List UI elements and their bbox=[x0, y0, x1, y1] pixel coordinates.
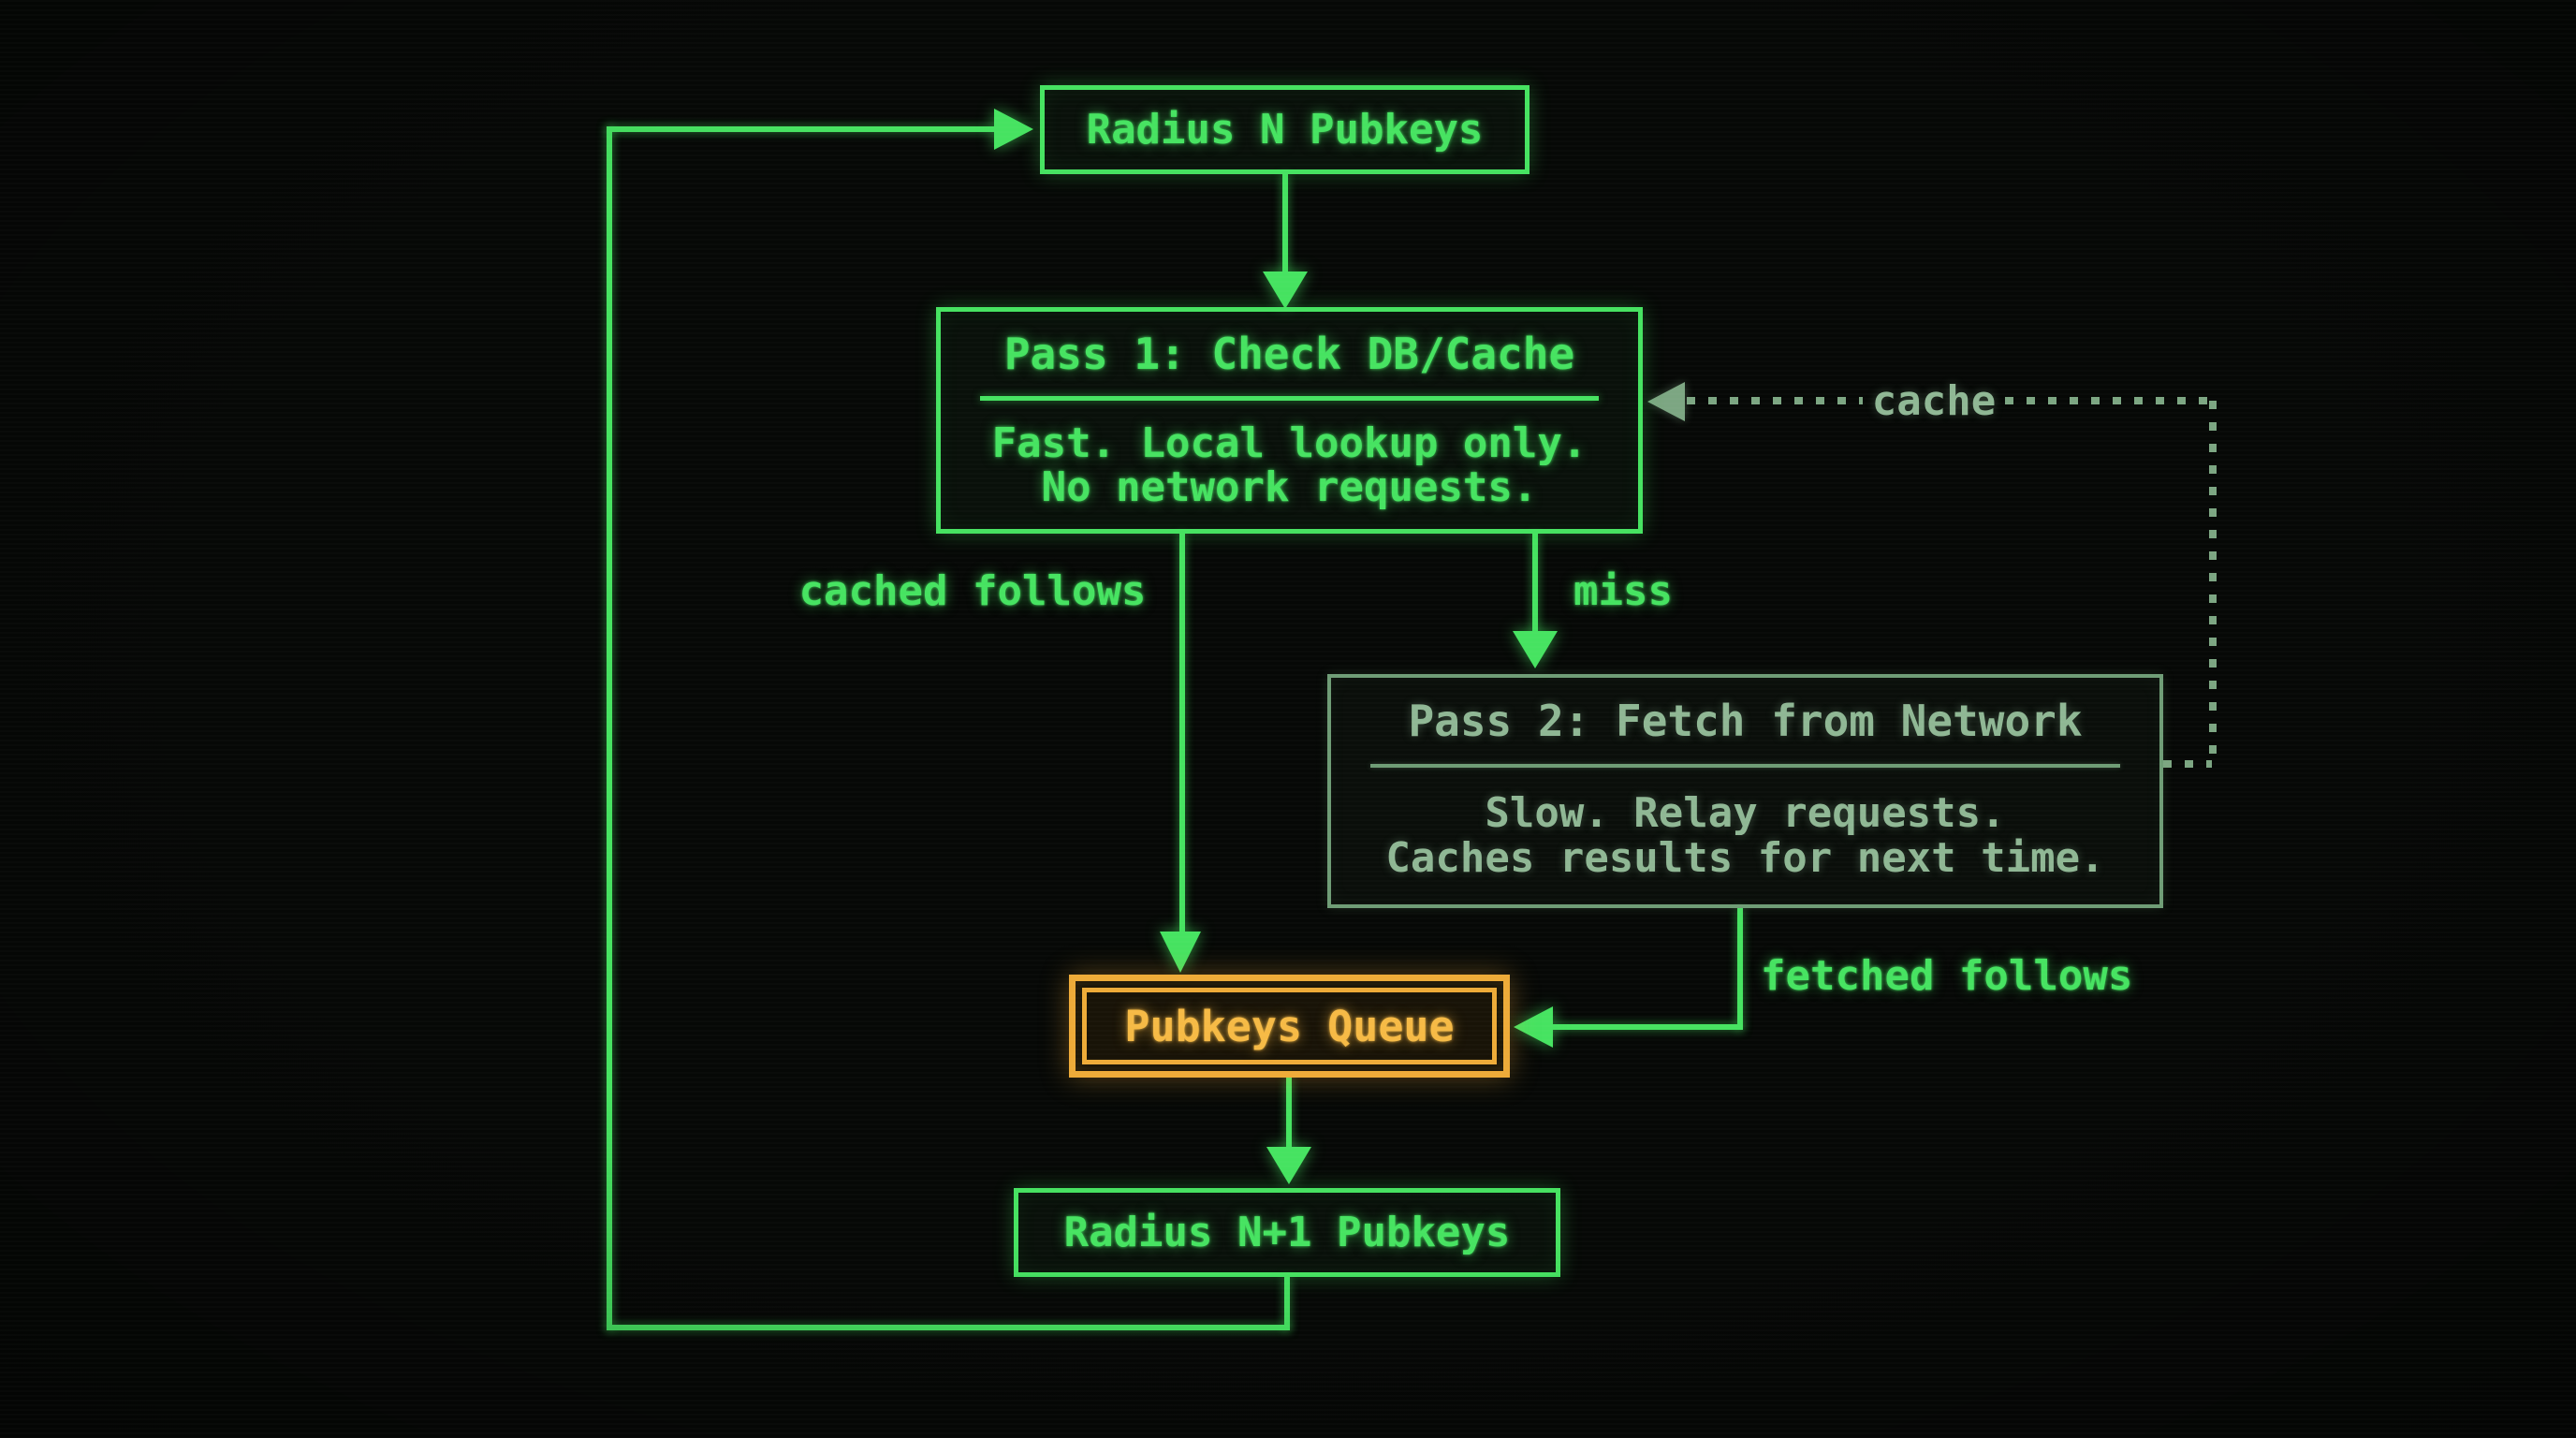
node-label: Radius N+1 Pubkeys bbox=[1063, 1209, 1511, 1256]
node-pubkeys-queue: Pubkeys Queue bbox=[1069, 975, 1510, 1078]
pass1-body-line2: No network requests. bbox=[1041, 462, 1538, 511]
loop-line-down bbox=[1284, 1277, 1290, 1330]
arrow-left-icon bbox=[1514, 1006, 1553, 1048]
node-pass2-fetch-from-network: Pass 2: Fetch from Network Slow. Relay r… bbox=[1327, 674, 2163, 908]
pass1-body-line1: Fast. Local lookup only. bbox=[991, 418, 1588, 467]
edge-cache-dotted-segment bbox=[2209, 401, 2217, 764]
arrow-down-icon bbox=[1266, 1147, 1311, 1184]
edge-label-cache: cache bbox=[1871, 376, 1997, 425]
edge-cache-dotted-segment bbox=[2163, 760, 2212, 768]
pass2-divider bbox=[1370, 764, 2120, 768]
arrow-right-icon bbox=[994, 109, 1033, 150]
node-radius-n-plus-1-pubkeys: Radius N+1 Pubkeys bbox=[1014, 1188, 1560, 1277]
edge-label-miss: miss bbox=[1573, 567, 1673, 615]
node-label: Pubkeys Queue bbox=[1124, 1001, 1455, 1051]
edge-cached-follows-line bbox=[1179, 534, 1185, 933]
pass2-body-line2: Caches results for next time. bbox=[1385, 834, 2105, 882]
node-label: Radius N Pubkeys bbox=[1086, 106, 1484, 154]
arrow-left-dotted-icon bbox=[1647, 382, 1685, 421]
pass2-title: Pass 2: Fetch from Network bbox=[1408, 696, 2083, 746]
loop-line-bottom bbox=[607, 1325, 1290, 1330]
edge-fetched-follows-line-down bbox=[1737, 908, 1743, 1030]
loop-line-left bbox=[607, 126, 612, 1330]
pass2-body-line1: Slow. Relay requests. bbox=[1485, 789, 2006, 837]
edge-radius-to-pass1-line bbox=[1282, 174, 1288, 273]
loop-line-top bbox=[607, 126, 994, 132]
node-pass1-check-db-cache: Pass 1: Check DB/Cache Fast. Local looku… bbox=[936, 307, 1643, 534]
pass1-body: Fast. Local lookup only. No network requ… bbox=[941, 401, 1638, 529]
arrow-down-icon bbox=[1263, 271, 1308, 309]
node-radius-n-pubkeys: Radius N Pubkeys bbox=[1040, 85, 1530, 174]
arrow-down-icon bbox=[1513, 631, 1558, 668]
edge-fetched-follows-line-left bbox=[1553, 1024, 1743, 1030]
edge-label-cached-follows: cached follows bbox=[798, 567, 1147, 615]
edge-queue-to-radius-line bbox=[1286, 1078, 1292, 1149]
arrow-down-icon bbox=[1160, 932, 1201, 973]
pass1-divider bbox=[980, 396, 1599, 401]
edge-miss-line bbox=[1532, 534, 1538, 633]
pass2-body: Slow. Relay requests. Caches results for… bbox=[1331, 768, 2159, 904]
pass1-title: Pass 1: Check DB/Cache bbox=[1003, 329, 1575, 379]
edge-cache-dotted-segment bbox=[2005, 397, 2217, 404]
edge-cache-dotted-segment bbox=[1687, 397, 1863, 404]
edge-label-fetched-follows: fetched follows bbox=[1761, 952, 2133, 1000]
pubkeys-queue-inner-border: Pubkeys Queue bbox=[1082, 988, 1497, 1064]
